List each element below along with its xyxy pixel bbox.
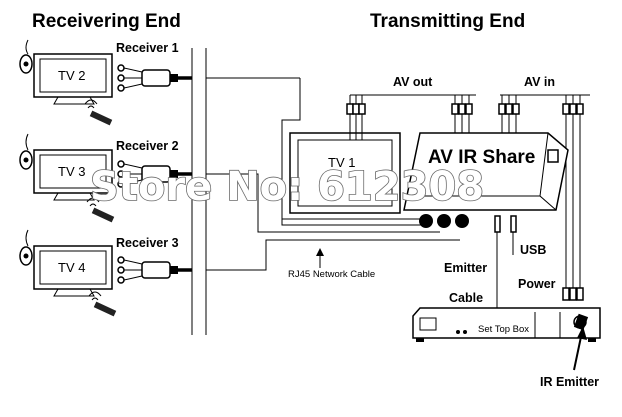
set-top-box: Set Top Box [412,307,601,342]
tv-3: TV 3 [33,149,113,201]
store-watermark: Store No: 612308 [90,164,484,210]
receiver-1-remote-icon [84,99,113,126]
emitter-label-line1: Emitter [444,261,487,275]
av-out-cables [346,94,476,140]
av-out-label: AV out [393,75,433,89]
tv-3-label: TV 3 [58,164,85,179]
rj45-cable-label: RJ45 Network Cable [288,269,375,280]
rj45-cable-arrow [316,248,324,268]
network-cable-lines [206,78,460,271]
receiver-3-group: Receiver 3 TV 4 [19,229,192,317]
receiver-3-ir-eye-icon [19,229,33,266]
tv-1-label: TV 1 [328,155,355,170]
receiver-2-rca-plugs [117,160,178,188]
device-label: AV IR Share [428,147,535,168]
tv-4: TV 4 [33,245,113,297]
usb-label: USB [520,243,546,257]
tv-4-label: TV 4 [58,260,85,275]
distribution-rail [191,48,207,335]
av-in-cables [498,94,590,301]
receiver-2-remote-icon [86,197,115,223]
ir-emitter-label: IR Emitter [540,375,599,389]
tv-1: TV 1 [289,132,401,214]
receiver-3-label: Receiver 3 [116,236,179,250]
av-ir-share-device: AV IR Share [403,132,569,228]
receiver-1-rca-plugs [117,64,178,92]
emitter-label-line2: Cable [449,291,483,305]
receiver-3-rca-plugs [117,256,178,284]
receiver-1-label: Receiver 1 [116,41,179,55]
tv-2-label: TV 2 [58,68,85,83]
receiver-1-group: Receiver 1 TV 2 [19,39,300,126]
set-top-box-label: Set Top Box [478,324,529,335]
receiving-end-heading: Receivering End [32,11,181,32]
receiver-2-group: Receiver 2 TV 3 [19,133,192,223]
av-in-label: AV in [524,75,555,89]
transmitting-end-heading: Transmitting End [370,11,525,32]
tv-2: TV 2 [33,53,113,105]
emitter-usb-cables [494,215,530,321]
receiver-2-label: Receiver 2 [116,139,179,153]
receiver-2-ir-eye-icon [19,133,33,170]
receiver-3-remote-icon [88,291,117,317]
power-label: Power [518,277,556,291]
ir-emitter-icon [573,313,589,371]
receiver-1-ir-eye-icon [19,39,33,74]
